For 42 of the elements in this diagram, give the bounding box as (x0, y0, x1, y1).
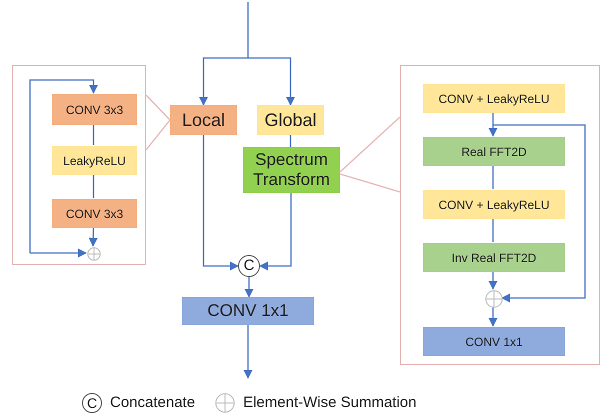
arrow (488, 307, 498, 327)
summation-node (87, 247, 101, 261)
process-box: Local (170, 105, 237, 135)
connector-line (92, 124, 94, 145)
zoom-panel (400, 65, 600, 365)
connector-line (492, 165, 494, 189)
legend-label: Element-Wise Summation (243, 393, 416, 413)
process-box: LeakyReLU (52, 146, 137, 175)
zoom-panel (12, 65, 146, 265)
arrow (493, 124, 586, 303)
connector-line (492, 218, 494, 242)
arrow (198, 2, 249, 106)
process-box: CONV 3x3 (52, 94, 137, 125)
process-box: CONV 1x1 (182, 297, 314, 325)
connector-line (92, 174, 94, 198)
summation-node (485, 290, 503, 308)
zoom-line (146, 94, 170, 120)
process-box: Inv Real FFT2D (423, 243, 565, 272)
concatenate-symbol: C (82, 393, 102, 414)
process-box: Global (257, 105, 324, 135)
arrow (244, 277, 254, 298)
arrow (488, 271, 498, 290)
arrow (248, 57, 296, 106)
arrow (488, 112, 498, 137)
arrow (259, 193, 292, 271)
process-box: CONV + LeakyReLU (423, 190, 565, 219)
connector-line (290, 135, 292, 147)
process-box: CONV 3x3 (52, 199, 137, 228)
process-box: Real FFT2D (423, 137, 565, 166)
arrow (88, 226, 98, 247)
arrow (243, 325, 253, 379)
zoom-line (340, 173, 400, 193)
arrow (30, 248, 87, 258)
legend-label: Concatenate (110, 393, 196, 413)
zoom-line (340, 116, 400, 172)
arrow (202, 135, 239, 271)
process-box: CONV + LeakyReLU (423, 84, 565, 113)
process-box: Spectrum Transform (243, 147, 340, 193)
zoom-line (146, 120, 170, 150)
concatenate-node: C (238, 255, 260, 277)
arrow (29, 79, 98, 253)
process-box: CONV 1x1 (423, 327, 565, 356)
